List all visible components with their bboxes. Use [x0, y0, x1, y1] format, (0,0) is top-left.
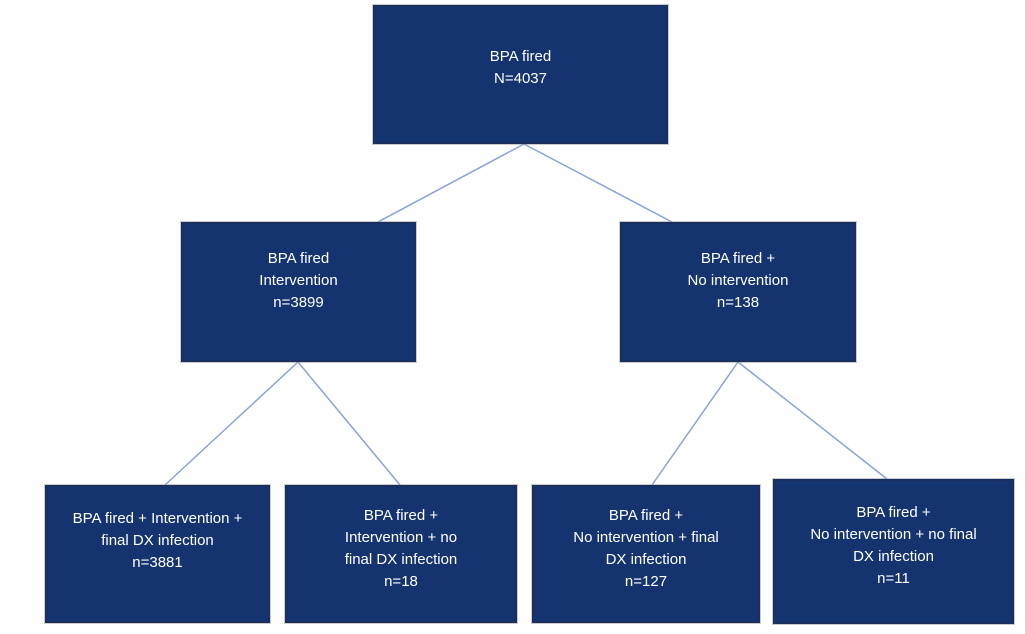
node-label-line: Intervention + no — [344, 529, 458, 546]
node-count-line: n=127 — [624, 573, 668, 590]
node-count-line: n=138 — [716, 294, 760, 311]
node-label-line: BPA fired — [267, 250, 330, 267]
node-text: BPA fired + Intervention + no final DX i… — [287, 505, 515, 593]
node-label-line: DX infection — [853, 547, 934, 565]
node-label-line: No intervention + final — [573, 529, 719, 546]
node-label-line: DX infection — [605, 551, 687, 568]
node-label-line: BPA fired + — [608, 507, 684, 524]
node-text: BPA fired + No intervention + no final D… — [775, 502, 1012, 590]
node-label-line: No intervention + no final — [810, 525, 977, 543]
node-count-line: n=3881 — [132, 554, 183, 571]
connector-no-intervention-to-no-final-dx — [737, 361, 888, 480]
node-count-line: n=18 — [384, 573, 418, 590]
node-count-line: n=3899 — [273, 294, 324, 311]
node-text: BPA fired + Intervention + final DX infe… — [47, 508, 268, 574]
node-no-intervention-no-final-dx: BPA fired + No intervention + no final D… — [773, 479, 1014, 624]
node-bpa-no-intervention: BPA fired + No intervention n=138 — [620, 222, 856, 362]
connector-root-to-no-intervention — [523, 143, 673, 223]
node-bpa-fired-root: BPA fired N=4037 — [373, 5, 668, 144]
node-label-line: BPA fired + Intervention + — [72, 510, 243, 527]
node-text: BPA fired Intervention n=3899 — [183, 248, 414, 314]
node-intervention-no-final-dx: BPA fired + Intervention + no final DX i… — [285, 485, 517, 623]
node-no-intervention-final-dx: BPA fired + No intervention + final DX i… — [532, 485, 760, 623]
node-label-line: final DX infection — [101, 532, 214, 549]
connector-intervention-to-final-dx — [164, 361, 299, 486]
node-label-line: BPA fired + — [363, 507, 439, 524]
connector-root-to-intervention — [377, 143, 525, 223]
node-label-line: BPA fired — [489, 47, 552, 65]
connector-intervention-to-no-final-dx — [297, 361, 401, 486]
node-intervention-final-dx: BPA fired + Intervention + final DX infe… — [45, 485, 270, 623]
node-text: BPA fired + No intervention n=138 — [622, 248, 854, 314]
node-label-line: BPA fired + — [700, 250, 776, 267]
node-label-line: BPA fired + — [856, 503, 931, 521]
node-label-line: Intervention — [259, 272, 338, 289]
node-label-line: final DX infection — [344, 551, 458, 568]
node-count-line: N=4037 — [494, 69, 547, 87]
node-label-line: No intervention — [687, 272, 789, 289]
node-bpa-intervention: BPA fired Intervention n=3899 — [181, 222, 416, 362]
node-text: BPA fired N=4037 — [375, 46, 666, 90]
connector-no-intervention-to-final-dx — [651, 361, 739, 486]
node-count-line: n=11 — [877, 569, 910, 587]
node-text: BPA fired + No intervention + final DX i… — [534, 505, 758, 593]
